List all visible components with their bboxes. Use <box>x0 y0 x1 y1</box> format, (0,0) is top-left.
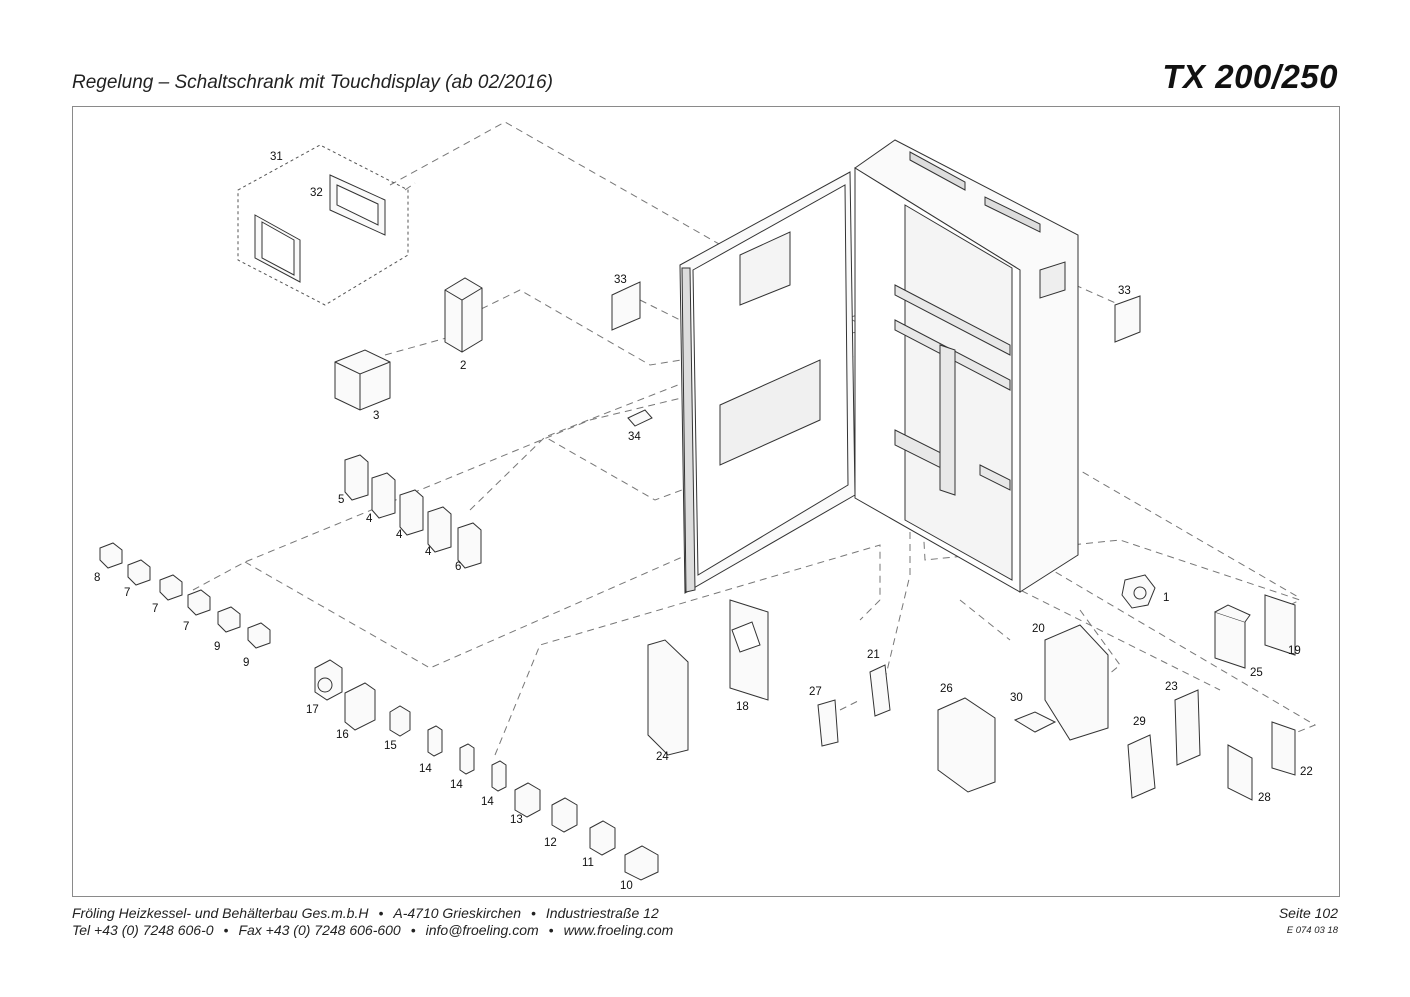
label-part-18: 18 <box>736 701 749 713</box>
label-part-30: 30 <box>1010 692 1023 704</box>
footer-web: www.froeling.com <box>563 922 674 938</box>
label-part-26: 26 <box>940 683 953 695</box>
footer-tel: Tel +43 (0) 7248 606-0 <box>72 922 214 938</box>
label-part-14c: 14 <box>481 796 494 808</box>
part-labels: 1 2 3 5 4 4 4 6 8 7 7 7 9 9 10 11 12 13 … <box>94 151 1313 892</box>
label-part-23: 23 <box>1165 681 1178 693</box>
label-part-7c: 7 <box>183 621 189 633</box>
footer-address: A-4710 Grieskirchen <box>393 905 521 921</box>
label-part-17: 17 <box>306 704 319 716</box>
footer-fax: Fax +43 (0) 7248 606-600 <box>238 922 401 938</box>
label-part-25: 25 <box>1250 667 1263 679</box>
label-part-14a: 14 <box>419 763 432 775</box>
footer-company: Fröling Heizkessel- und Behälterbau Ges.… <box>72 905 369 921</box>
label-part-28: 28 <box>1258 792 1271 804</box>
label-part-16: 16 <box>336 729 349 741</box>
label-part-31: 31 <box>270 151 283 163</box>
footer-line-1: Fröling Heizkessel- und Behälterbau Ges.… <box>72 905 659 921</box>
label-part-7a: 7 <box>124 587 130 599</box>
page-title: Regelung – Schaltschrank mit Touchdispla… <box>72 72 553 93</box>
label-part-7b: 7 <box>152 603 158 615</box>
label-part-34: 34 <box>628 431 641 443</box>
label-part-5: 5 <box>338 494 344 506</box>
label-part-15: 15 <box>384 740 397 752</box>
label-part-12: 12 <box>544 837 557 849</box>
label-part-9a: 9 <box>214 641 220 653</box>
label-part-4b: 4 <box>396 529 403 541</box>
footer-line-2: Tel +43 (0) 7248 606-0 • Fax +43 (0) 7248 … <box>72 922 673 938</box>
part-shapes <box>99 139 1296 881</box>
label-part-1: 1 <box>1163 592 1169 604</box>
label-part-33a: 33 <box>614 274 627 286</box>
footer-bullet: • <box>548 922 554 938</box>
footer-bullet: • <box>410 922 416 938</box>
label-part-9b: 9 <box>243 657 249 669</box>
footer-page-number: Seite 102 <box>1278 905 1338 921</box>
label-part-3: 3 <box>373 410 379 422</box>
footer-street: Industriestraße 12 <box>545 905 659 921</box>
group-31-outline <box>237 144 409 306</box>
label-part-32: 32 <box>310 187 323 199</box>
label-part-19: 19 <box>1288 645 1301 657</box>
footer-bullet: • <box>531 905 536 921</box>
label-part-6: 6 <box>455 561 461 573</box>
footer-bullet: • <box>223 922 229 938</box>
label-part-11: 11 <box>582 857 594 869</box>
label-part-2: 2 <box>460 360 466 372</box>
label-part-33b: 33 <box>1118 285 1131 297</box>
label-part-22: 22 <box>1300 766 1313 778</box>
label-part-8: 8 <box>94 572 100 584</box>
label-part-29: 29 <box>1133 716 1146 728</box>
label-part-4a: 4 <box>366 513 373 525</box>
label-part-14b: 14 <box>450 779 463 791</box>
label-part-27: 27 <box>809 686 822 698</box>
label-part-13: 13 <box>510 814 523 826</box>
label-part-20: 20 <box>1032 623 1045 635</box>
model-title: TX 200/250 <box>1162 58 1338 95</box>
drawing-frame <box>72 106 1340 897</box>
label-part-10: 10 <box>620 880 633 892</box>
footer-email: info@froeling.com <box>425 922 539 938</box>
label-part-21: 21 <box>867 649 880 661</box>
label-part-4c: 4 <box>425 546 432 558</box>
footer-bullet: • <box>378 905 384 921</box>
label-part-24: 24 <box>656 751 669 763</box>
footer-doc-number: E 074 03 18 <box>1286 925 1338 936</box>
